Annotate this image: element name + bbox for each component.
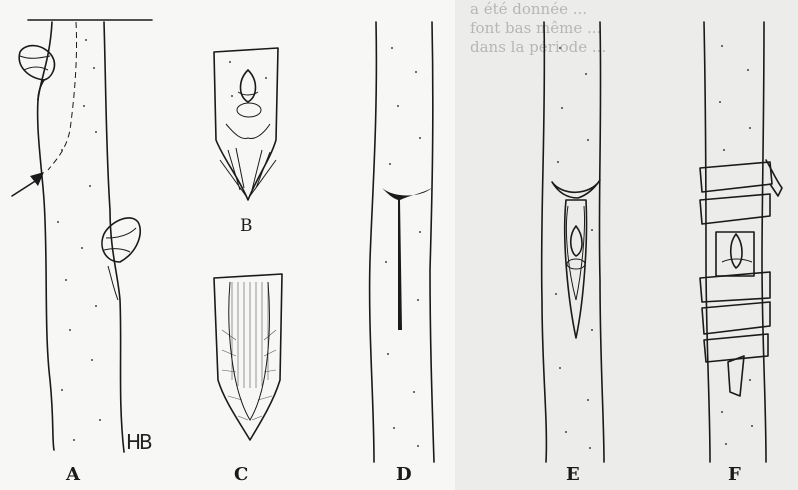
artist-signature: HB	[126, 430, 151, 454]
panel-e-drawing	[542, 22, 604, 462]
panel-a-label: A	[66, 464, 80, 485]
panel-b-label: B	[240, 216, 253, 236]
panel-e-label: E	[566, 464, 580, 485]
panel-b-drawing	[214, 48, 278, 200]
panel-c-drawing	[214, 274, 282, 440]
panel-d-label: D	[396, 464, 412, 485]
panel-a-drawing	[12, 20, 152, 452]
panel-d-drawing	[370, 22, 434, 462]
panel-c-label: C	[234, 464, 248, 485]
panel-f-drawing	[700, 22, 782, 462]
panel-f-label: F	[728, 464, 741, 485]
